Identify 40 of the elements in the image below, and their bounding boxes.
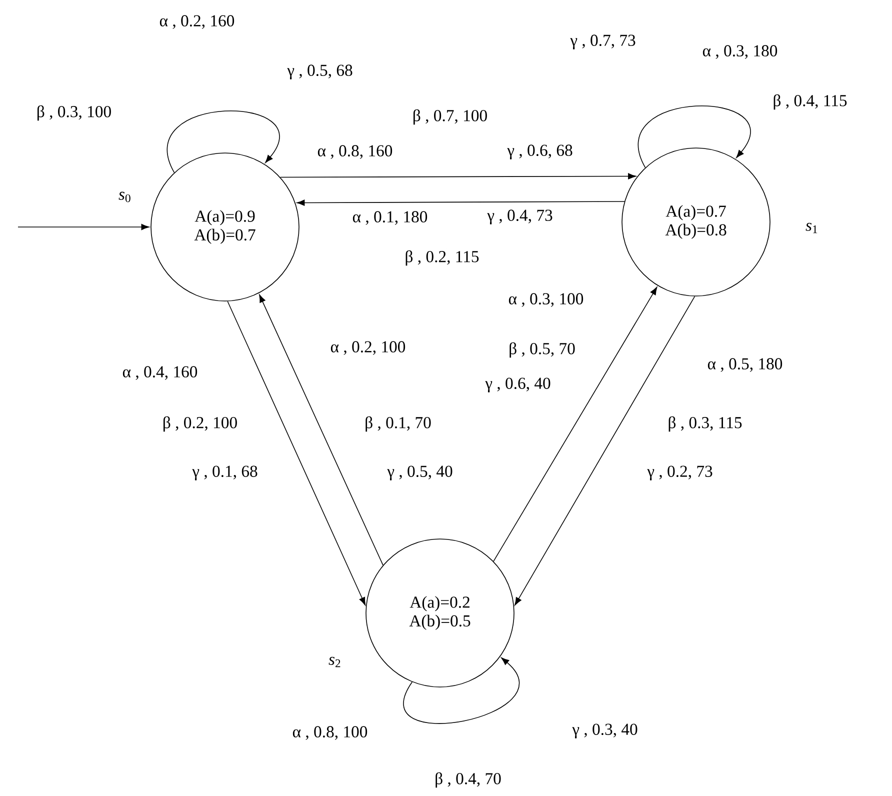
- loop-arrow: [404, 657, 520, 724]
- transition-label: β , 0.4, 70: [436, 772, 501, 788]
- arrow: [280, 173, 636, 180]
- state-name: s$_{2}$: [328, 656, 340, 668]
- transition-label: α , 0.1, 180: [352, 211, 428, 225]
- transition-label: β , 0.2, 115: [406, 250, 479, 266]
- transition-label: γ , 0.6, 68: [507, 144, 572, 160]
- transition-label: α , 0.8, 100: [292, 726, 368, 740]
- transition-label: α , 0.2, 100: [330, 341, 406, 355]
- arrow: [227, 300, 366, 606]
- transition-label: β , 0.7, 100: [414, 109, 487, 125]
- transition-label: β , 0.3, 115: [668, 416, 742, 432]
- transition-label: γ , 0.1, 68: [192, 466, 258, 480]
- transition-label: γ , 0.3, 40: [572, 724, 638, 738]
- state-name: s$_{0}$: [118, 192, 130, 202]
- transition-label: γ , 0.6, 40: [485, 378, 550, 392]
- transition-label: γ , 0.5, 40: [387, 466, 452, 480]
- arrow: [493, 286, 658, 562]
- transition-label: γ , 0.7, 73: [570, 34, 636, 50]
- arrow: [514, 296, 696, 606]
- transition-label: α , 0.4, 160: [122, 366, 198, 380]
- arrow: [18, 224, 150, 230]
- state-name: s$_{1}$: [806, 222, 818, 234]
- transition-label: α , 0.5, 180: [708, 358, 782, 372]
- transition-label: γ , 0.2, 73: [647, 466, 712, 480]
- arrow: [296, 200, 625, 206]
- transition-label: γ , 0.4, 73: [487, 210, 552, 224]
- transition-label: β , 0.4, 115: [774, 94, 847, 110]
- transition-label: γ , 0.5, 68: [287, 64, 352, 80]
- transition-label: α , 0.3, 180: [702, 45, 778, 59]
- transition-label: α , 0.2, 160: [160, 15, 234, 29]
- arrow: [259, 294, 384, 566]
- transition-label: β , 0.1, 70: [366, 416, 431, 432]
- loop-arrow: [167, 110, 280, 173]
- transition-label: β , 0.5, 70: [510, 342, 575, 358]
- transition-label: α , 0.8, 160: [318, 145, 392, 159]
- transition-label: β , 0.3, 100: [38, 105, 111, 121]
- loop-arrow: [638, 106, 750, 168]
- transition-label: α , 0.3, 100: [508, 293, 584, 307]
- transition-label: β , 0.2, 100: [164, 416, 237, 432]
